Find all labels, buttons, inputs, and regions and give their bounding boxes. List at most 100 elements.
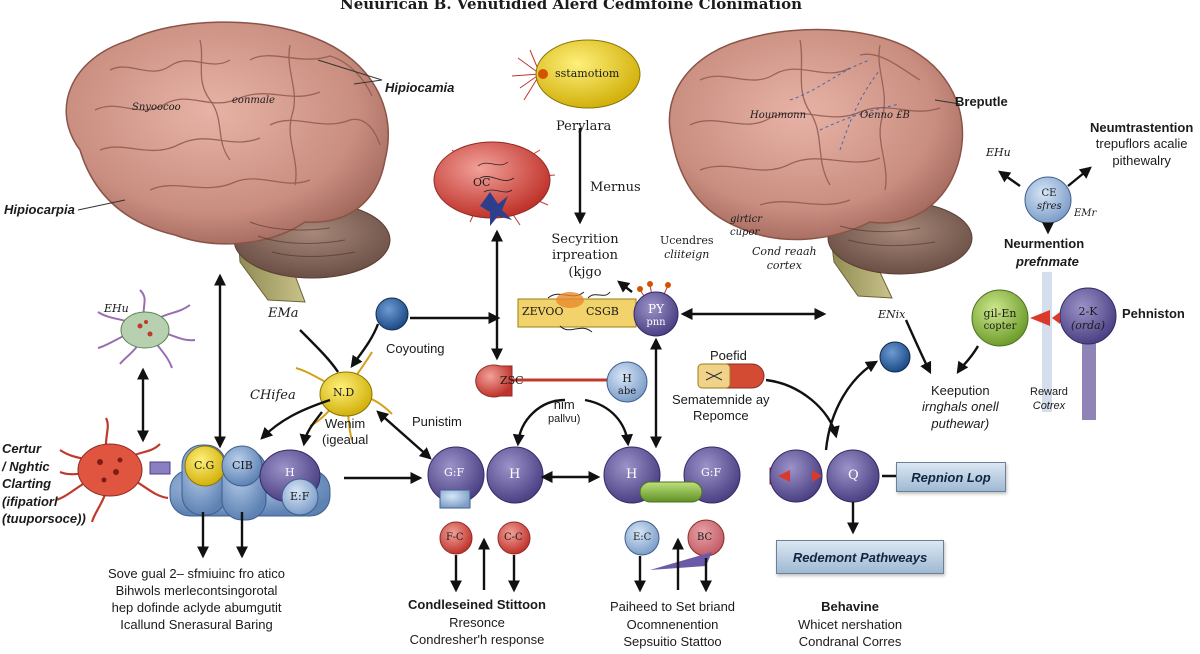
- secretion-line-2: irpreation: [552, 248, 618, 264]
- ema-label: EMa: [268, 306, 299, 321]
- blue-dot-left: [375, 297, 409, 331]
- neumtrastention-line-3: pithewalry: [1112, 152, 1171, 168]
- pehniston-label: Pehniston: [1122, 306, 1185, 321]
- yellow-cell: [511, 39, 641, 109]
- emr-label: EMr: [1074, 208, 1097, 219]
- h-abe-line-2: abe: [617, 385, 637, 397]
- reward-line-2: Cotrex: [1032, 399, 1066, 412]
- green-cell-line-1: gil-En: [983, 307, 1017, 320]
- brain-left: [65, 21, 391, 303]
- cc-label: C-C: [504, 532, 523, 543]
- him-line-2: pallvu): [548, 413, 581, 426]
- q-label: Q: [848, 468, 859, 483]
- csgb-label: CSGB: [586, 305, 619, 318]
- chifea-label: CHifea: [250, 388, 296, 403]
- left-side-label: Certur / Nghtic Clarting (ifipatiorl (tu…: [2, 440, 86, 528]
- ucendres-line-1: Ucendres: [660, 234, 714, 247]
- secretion-line-3: (kjgo: [568, 264, 602, 280]
- cupor-line-1: girticr: [730, 214, 762, 225]
- left-caption-line-3: hep dofinde aclyde abumgutit: [111, 599, 282, 615]
- condensed-line-2: Rresonce: [449, 614, 505, 630]
- secretion-label: Secyrition irpreation (kjgo: [550, 232, 620, 281]
- brain-right-label: Breputle: [955, 94, 1008, 109]
- ef-label: E:F: [290, 490, 310, 503]
- blue-dot-right: [879, 341, 911, 373]
- redemont-pathways-box: Redemont Pathweays: [776, 540, 944, 574]
- green-cell-line-2: copter: [983, 320, 1017, 332]
- py-label: PY pnn: [644, 302, 668, 330]
- brain-left-inner-2: eonmale: [232, 95, 275, 106]
- keepution-line-2: irnghals onell: [922, 399, 999, 415]
- him-label: him pallvu): [548, 397, 580, 427]
- paiheed-line-1: Paiheed to Set briand: [610, 599, 736, 614]
- py-line-1: PY: [648, 302, 664, 316]
- fc-label: F-C: [446, 532, 464, 543]
- neumtrastention-line-1: Neumtrastention: [1090, 120, 1194, 135]
- behavine-label: Behavine Whicet nershation Condranal Cor…: [798, 598, 902, 651]
- bottom-left-group: [427, 446, 544, 555]
- reward-label: Reward Cotrex: [1030, 386, 1068, 414]
- left-side-line-2: / Nghtic: [2, 458, 50, 474]
- h-abe-label: H abe: [615, 372, 639, 398]
- brain-left-label-hipiocarpia: Hipiocarpia: [4, 202, 75, 217]
- brain-right-inner-1: Hounmonn: [750, 110, 807, 121]
- sematemnide-line-2: Repomce: [692, 408, 749, 424]
- neumtrastention-line-2: trepuflors acalie: [1095, 136, 1188, 152]
- yellow-cell-caption: Perylara: [556, 119, 612, 134]
- left-caption-line-4: Icallund Snerasural Baring: [120, 616, 273, 632]
- purple-cell-line-1: 2-K: [1078, 305, 1098, 318]
- cond-line-1: Cond reaah: [752, 245, 817, 258]
- behavine-line-1: Behavine: [821, 599, 879, 614]
- red-cell-label: OC: [473, 176, 491, 189]
- bottom-right-group: [769, 449, 880, 503]
- sematemnide-label: Sematemnide ay Repomce: [672, 392, 770, 425]
- ce-cell-line-1: CE: [1041, 188, 1057, 199]
- wenim-label: Wenim (igeaual: [322, 416, 368, 449]
- purple-cell-label: 2-K (orda): [1068, 305, 1108, 333]
- ec-label: E:C: [633, 532, 652, 543]
- zsc-label: ZSC: [500, 374, 524, 387]
- brain-left-label-hipiocamia: Hipiocamia: [385, 80, 455, 95]
- ucendres-line-2: cliiteign: [664, 247, 710, 261]
- keepution-line-1: Keepution: [931, 383, 990, 398]
- gf-left-label: G:F: [444, 466, 465, 479]
- repnion-loop-box: Repnion Lop: [896, 462, 1006, 492]
- left-side-line-4: (ifipatiorl: [2, 493, 58, 509]
- mernus-label: Mernus: [590, 180, 641, 195]
- ce-cell-line-2: sfres: [1037, 200, 1062, 212]
- cerebrum-right: [668, 28, 964, 241]
- nd-label: N.D: [333, 386, 355, 399]
- condensed-label: Condleseined Stittoon Rresonce Condreshe…: [408, 596, 546, 649]
- paiheed-line-2: Ocomnenention: [626, 616, 719, 632]
- cupor-label: girticr cupor: [730, 214, 762, 239]
- h-bottom-mid-label: H: [626, 467, 638, 482]
- zevoo-label: ZEVOO: [522, 305, 564, 318]
- reward-receptor: [971, 272, 1117, 420]
- green-neuron: [97, 289, 196, 369]
- left-caption-line-1: Sove gual 2– sfmiuinc fro atico: [108, 566, 286, 581]
- neurmention-label: Neurmention: [1004, 236, 1085, 251]
- paiheed-label: Paiheed to Set briand Ocomnenention Seps…: [610, 598, 735, 651]
- purple-cell-line-2: (orda): [1070, 318, 1106, 332]
- neumtrastention-label: Neumtrastention trepuflors acalie pithew…: [1090, 120, 1193, 169]
- sematemnide-line-1: Sematemnide ay: [672, 392, 770, 407]
- wenim-line-2: (igeaual: [322, 432, 369, 448]
- paiheed-line-3: Sepsuitio Stattoo: [623, 634, 722, 650]
- keepution-label: Keepution irnghals onell puthewar): [922, 383, 999, 432]
- ucendres-label: Ucendres cliiteign: [660, 234, 713, 262]
- h-bottom-left-label: H: [509, 467, 521, 482]
- punistim-label: Punistim: [412, 414, 462, 429]
- connection-arrows: [137, 128, 1092, 593]
- left-caption-line-2: Bihwols merlecontsingorotal: [115, 582, 278, 598]
- brain-right-inner-2: Oenno £B: [860, 110, 910, 121]
- cond-line-2: cortex: [766, 258, 802, 272]
- left-caption: Sove gual 2– sfmiuinc fro atico Bihwols …: [108, 566, 285, 634]
- brain-right: [668, 28, 973, 299]
- condensed-line-3: Condresher'h response: [409, 632, 545, 648]
- wenim-line-1: Wenim: [325, 416, 366, 431]
- red-neuron: [55, 417, 169, 523]
- brain-left-inner-1: Snyoocoo: [132, 102, 181, 113]
- coyouting-label: Coyouting: [386, 341, 445, 356]
